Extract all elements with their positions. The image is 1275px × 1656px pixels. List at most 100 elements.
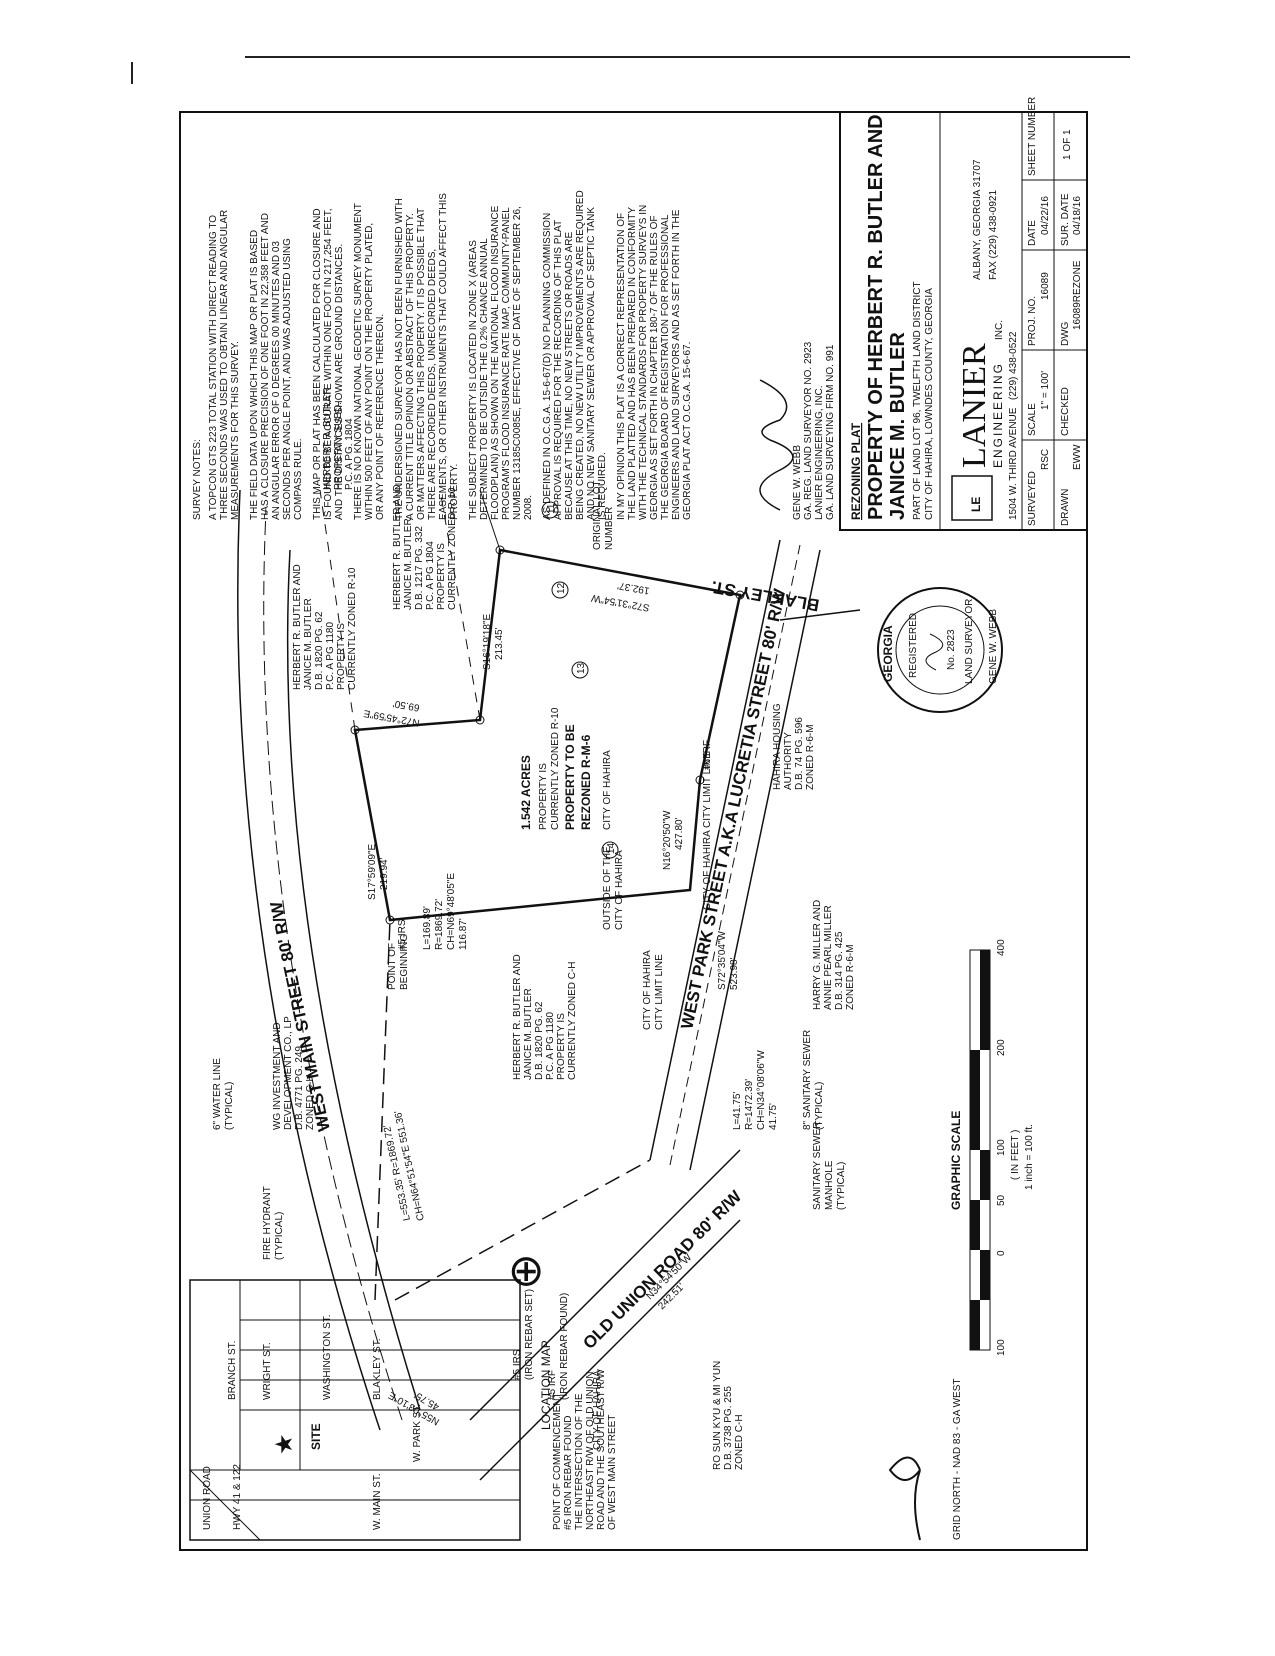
note-line: FLOODPLAIN) AS SHOWN ON THE NATIONAL FLO… bbox=[490, 205, 501, 520]
scale-ratio: 1 inch = 100 ft. bbox=[1024, 1124, 1035, 1190]
note-line: WITH THE TECHNICAL STANDARDS FOR PROPERT… bbox=[638, 205, 649, 520]
owner-wg: DEVELOPMENT CO., LP bbox=[283, 1016, 294, 1130]
note-line: 2008. bbox=[523, 495, 534, 520]
owner-miller: HARRY G. MILLER AND bbox=[812, 900, 823, 1010]
curve-2-ch: CH=N34°08'06"W bbox=[756, 1050, 767, 1130]
water-line bbox=[263, 509, 403, 1421]
note-line: THERE IS NO KNOWN NATIONAL GEODETIC SURV… bbox=[353, 203, 364, 520]
orig-lot-1: ORIGINAL LOT bbox=[592, 480, 603, 550]
owner-butler-a: P.C. A PG 1180 bbox=[325, 622, 336, 690]
location-street: W. PARK ST. bbox=[412, 1404, 423, 1462]
sewer-label-2: (TYPICAL) bbox=[814, 1082, 825, 1130]
call-5-dist: 427.80' bbox=[674, 817, 685, 850]
parcel-zoned-1: PROPERTY IS bbox=[538, 763, 549, 830]
irf-label: #6 IRF bbox=[702, 740, 713, 770]
outside-label-1: OUTSIDE OF THE bbox=[602, 846, 613, 930]
owner-yun: RO SUN KYU & MI YUN bbox=[712, 1361, 723, 1470]
city-of-hahira-label: CITY OF HAHIRA bbox=[592, 1370, 603, 1450]
survey-notes: SURVEY NOTES:A TOPCON GTS 223 TOTAL STAT… bbox=[192, 190, 693, 520]
scale-title: GRAPHIC SCALE bbox=[949, 1111, 963, 1210]
note-line: AND NO NEW SANITARY SEWER OR APPROVAL OF… bbox=[586, 207, 597, 520]
owner-wg: D.B. 4771 PG. 249 bbox=[294, 1046, 305, 1130]
north-arrow-icon bbox=[888, 1456, 921, 1541]
note-line: THIS MAP OR PLAT HAS BEEN CALCULATED FOR… bbox=[312, 208, 323, 520]
owner-miller: ANNIE PEARL MILLER bbox=[823, 905, 834, 1010]
owner-butler-subd: P.C. A PG. 1804 bbox=[344, 418, 355, 490]
parcel-zoned-3: PROPERTY TO BE bbox=[563, 724, 577, 830]
owner-butler-subd: PROPERTY SUBD. bbox=[333, 402, 344, 490]
irs-set-2: (IRON REBAR SET) bbox=[524, 1289, 535, 1380]
location-site: SITE bbox=[309, 1423, 323, 1450]
city-limit-1: CITY OF HAHIRA bbox=[642, 950, 653, 1030]
note-line: GEORGIA AS SET FORTH IN CHAPTER 180-7 OF… bbox=[649, 215, 660, 520]
logo-letters: LE bbox=[969, 497, 983, 512]
orig-lot-2: NUMBER bbox=[604, 507, 615, 550]
signature-line: GA. LAND SURVEYING FIRM NO. 991 bbox=[825, 344, 836, 520]
parcel-zoned-2: CURRENTLY ZONED R-10 bbox=[550, 707, 561, 830]
signature-line: GENE W. WEBB bbox=[792, 445, 803, 520]
drawn-label: DRAWN bbox=[1060, 489, 1071, 526]
old-union-east-row bbox=[469, 1149, 741, 1421]
owner-butler-c: PROPERTY IS bbox=[556, 1013, 567, 1080]
parcel-city: CITY OF HAHIRA bbox=[602, 750, 613, 830]
curve-1-l: L=169.89' bbox=[422, 906, 433, 950]
owner-butler-c: P.C. A PG 1180 bbox=[545, 1012, 556, 1080]
call-1-dist: 219.94' bbox=[379, 857, 390, 890]
location-street: BLAKLEY ST. bbox=[372, 1338, 383, 1400]
seal-bottom-2: GENE W. WEBB bbox=[988, 609, 999, 684]
firm-address-2: ALBANY, GEORGIA 31707 bbox=[972, 159, 983, 280]
owner-commencement: ROAD AND THE SOUTHEAST R/W bbox=[596, 1369, 607, 1530]
scale-tick: 50 bbox=[996, 1194, 1007, 1206]
firm-inc: INC. bbox=[994, 320, 1005, 340]
city-limit-a bbox=[374, 919, 391, 1301]
location-street: HWY 41 & 122 bbox=[232, 1464, 243, 1530]
owner-butler-c: D.B. 1820 PG. 62 bbox=[534, 1001, 545, 1080]
owner-commencement: OF WEST MAIN STREET bbox=[607, 1415, 618, 1530]
scale-tick: 100 bbox=[996, 1339, 1007, 1356]
west-main-north-row bbox=[237, 489, 381, 1431]
plat-location-1: PART OF LAND LOT 96, TWELFTH LAND DISTRI… bbox=[912, 281, 923, 520]
scale-tick: 0 bbox=[996, 1250, 1007, 1256]
note-line: THE LAND PLATTED AND HAS BEEN PREPARED I… bbox=[627, 207, 638, 520]
note-line: A TOPCON GTS 223 TOTAL STATION WITH DIRE… bbox=[208, 215, 219, 520]
blakley-row bbox=[779, 609, 861, 621]
owner-butler-c: CURRENTLY ZONED C-H bbox=[567, 961, 578, 1080]
city-limit-b bbox=[394, 1159, 651, 1301]
owner-butler-b: HERBERT R. BUTLER AND bbox=[392, 484, 403, 610]
lot-12: 12 bbox=[556, 582, 567, 594]
location-street: UNION ROAD bbox=[202, 1466, 213, 1530]
manhole-3: (TYPICAL) bbox=[836, 1162, 847, 1210]
proj-label: PROJ. NO. bbox=[1027, 296, 1038, 346]
pob-label-1: POINT OF bbox=[387, 943, 398, 990]
owner-butler-b: JANICE M. BUTLER bbox=[403, 518, 414, 610]
curve-2-l: L=41.75' bbox=[732, 1092, 743, 1130]
plat-title-2: JANICE M. BUTLER bbox=[887, 332, 909, 520]
owner-butler-b: PROPERTY IS bbox=[436, 543, 447, 610]
lot-line-2 bbox=[439, 489, 481, 721]
lot-11: 11 bbox=[546, 503, 557, 514]
dwg-value: 16089REZONE bbox=[1072, 260, 1083, 330]
lot-line-1 bbox=[319, 489, 356, 731]
note-line: GEORGIA PLAT ACT O.C.G.A. 15-6-67. bbox=[682, 342, 693, 520]
old-union-west-row bbox=[479, 1219, 741, 1481]
owner-butler-a: PROPERTY IS bbox=[336, 623, 347, 690]
north-label: GRID NORTH - NAD 83 - GA WEST bbox=[952, 1379, 963, 1541]
note-line: DETERMINED TO BE OUTSIDE THE 0.2% CHANCE… bbox=[479, 238, 490, 520]
seal-registered: REGISTERED bbox=[908, 613, 919, 678]
parcel-boundary bbox=[353, 548, 742, 922]
plat-border bbox=[179, 111, 1088, 1551]
pin-marker bbox=[385, 915, 395, 925]
call-5: N16°20'50"W bbox=[662, 810, 673, 870]
west-main-south-row bbox=[286, 549, 421, 1411]
owner-housing: AUTHORITY bbox=[783, 732, 794, 790]
owner-housing: HAHIRA HOUSING bbox=[772, 703, 783, 790]
owner-yun: D.B. 3738 PG. 255 bbox=[723, 1386, 734, 1470]
note-line: AS DEFINED IN O.C.G.A. 15-6-67(D) NO PLA… bbox=[542, 213, 553, 520]
note-line: ENGINEERS AND LAND SURVEYORS AND AS SET … bbox=[671, 209, 682, 520]
note-line: THE FIELD DATA UPON WHICH THIS MAP OR PL… bbox=[249, 230, 260, 520]
note-line: EASEMENTS, OR OTHER INSTRUMENTS THAT COU… bbox=[438, 193, 449, 520]
seal-top: GEORGIA bbox=[881, 625, 895, 682]
call-6-dist: 523.98' bbox=[729, 957, 740, 990]
owner-commencement: NORTHEAST R/W OF OLD UNION bbox=[585, 1371, 596, 1530]
